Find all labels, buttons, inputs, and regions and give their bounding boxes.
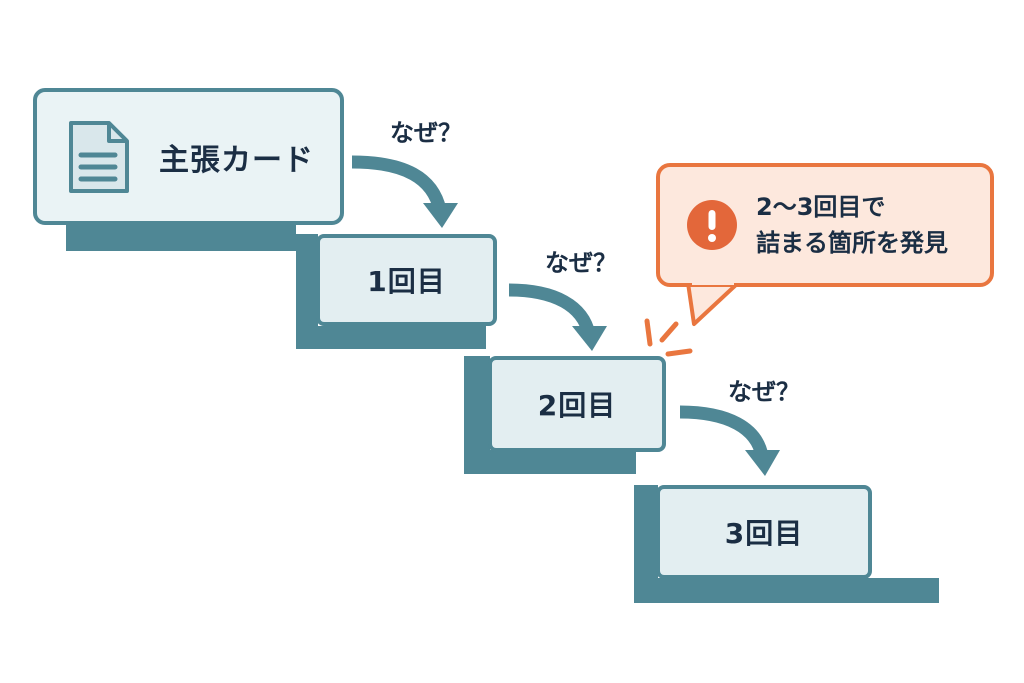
burst-line-1 (644, 318, 653, 347)
stair-riser-1 (296, 234, 318, 349)
stair-tread-3 (634, 578, 939, 603)
stair-tread-2 (464, 450, 636, 474)
step-3-label: 3回目 (724, 517, 804, 550)
callout-tail-seam (692, 279, 734, 285)
stair-steps (66, 225, 939, 603)
stair-tread-1 (296, 326, 486, 349)
alert-burst (644, 318, 693, 357)
callout-bubble: 2〜3回目で 詰まる箇所を発見 (656, 163, 994, 287)
step-2-label: 2回目 (537, 389, 617, 422)
step-1-label: 1回目 (367, 265, 446, 298)
burst-line-3 (665, 348, 693, 357)
why-label-1: なぜ？ (390, 119, 462, 147)
arrowhead-1 (423, 203, 458, 228)
exclamation-icon (687, 200, 737, 250)
stair-tread-0 (66, 225, 296, 251)
why-label-2: なぜ？ (545, 249, 617, 277)
step-1-box: 1回目 (316, 234, 497, 326)
claim-card: 主張カード (33, 88, 344, 225)
callout-line-1: 2〜3回目で (756, 193, 886, 221)
step-2-box: 2回目 (488, 356, 666, 452)
arrowhead-2 (572, 326, 607, 351)
claim-card-title: 主張カード (159, 142, 314, 178)
arrow-2 (508, 283, 596, 336)
burst-line-2 (659, 321, 679, 343)
callout-line-2: 詰まる箇所を発見 (756, 229, 948, 257)
why-label-3: なぜ？ (728, 378, 800, 406)
document-icon (69, 120, 129, 193)
step-3-box: 3回目 (656, 485, 872, 579)
why-arrows (351, 155, 780, 476)
callout-text: 2〜3回目で 詰まる箇所を発見 (756, 189, 948, 261)
arrow-3 (679, 405, 769, 458)
arrowhead-3 (745, 450, 780, 476)
arrow-1 (351, 155, 447, 212)
